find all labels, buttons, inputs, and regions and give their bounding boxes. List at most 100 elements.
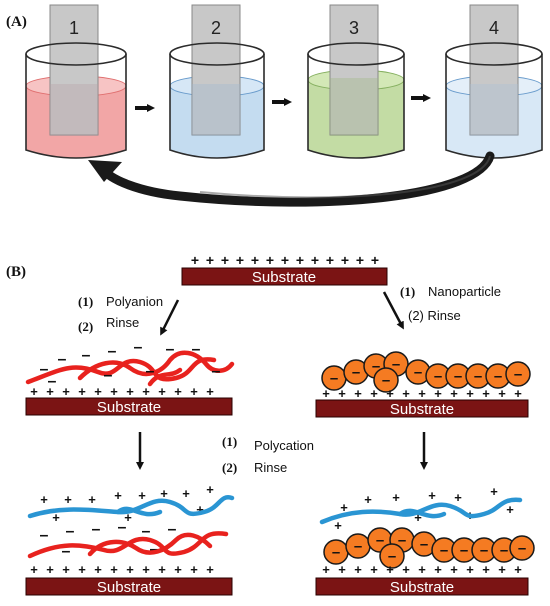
svg-text:+: + bbox=[40, 492, 48, 507]
svg-text:+: + bbox=[30, 384, 38, 399]
svg-text:+: + bbox=[326, 252, 334, 268]
svg-text:+: + bbox=[498, 562, 506, 577]
panel-a-label: (A) bbox=[6, 14, 27, 30]
svg-text:+: + bbox=[206, 252, 214, 268]
svg-text:–: – bbox=[332, 544, 340, 561]
step-polyanion-rinse: Rinse bbox=[106, 315, 139, 330]
svg-text:+: + bbox=[94, 562, 102, 577]
svg-text:–: – bbox=[494, 368, 502, 385]
svg-text:–: – bbox=[134, 339, 143, 356]
beaker-3: 3 bbox=[307, 4, 405, 159]
svg-text:–: – bbox=[388, 548, 396, 565]
svg-text:+: + bbox=[506, 502, 514, 517]
svg-text:+: + bbox=[434, 386, 442, 401]
substrate-label-bottom-left: Substrate bbox=[97, 579, 161, 596]
svg-text:+: + bbox=[418, 562, 426, 577]
svg-text:+: + bbox=[158, 562, 166, 577]
substrate-bottom-right bbox=[315, 577, 529, 596]
svg-text:+: + bbox=[370, 386, 378, 401]
polyanion-chain bbox=[25, 350, 235, 387]
panel-b-label: (B) bbox=[6, 264, 26, 280]
svg-text:+: + bbox=[191, 252, 199, 268]
beaker-2: 2 bbox=[169, 4, 265, 159]
svg-text:+: + bbox=[371, 252, 379, 268]
svg-text:+: + bbox=[392, 490, 400, 505]
svg-text:–: – bbox=[460, 542, 468, 559]
svg-text:+: + bbox=[386, 562, 394, 577]
svg-text:+: + bbox=[182, 486, 190, 501]
svg-text:+: + bbox=[341, 252, 349, 268]
slide-4 bbox=[469, 4, 519, 136]
svg-text:+: + bbox=[322, 562, 330, 577]
svg-text:+: + bbox=[338, 562, 346, 577]
svg-text:+: + bbox=[386, 386, 394, 401]
svg-text:+: + bbox=[190, 384, 198, 399]
slide-2-label: 2 bbox=[211, 18, 221, 38]
svg-text:+: + bbox=[46, 384, 54, 399]
svg-text:–: – bbox=[150, 541, 159, 558]
svg-text:–: – bbox=[382, 372, 390, 389]
svg-text:+: + bbox=[514, 562, 522, 577]
minus-charges-mid-left: –––– –––– ––– bbox=[40, 339, 221, 390]
polycation-on-polyanion-stage: ++++ ++++ +++ –––– –––– – ++++ ++++ ++++… bbox=[25, 482, 235, 596]
svg-text:–: – bbox=[420, 536, 428, 553]
svg-text:+: + bbox=[64, 492, 72, 507]
svg-text:+: + bbox=[414, 510, 422, 525]
plus-charges-mid-left: ++++ ++++ ++++ bbox=[30, 384, 214, 399]
svg-text:–: – bbox=[82, 347, 91, 364]
slide-4-label: 4 bbox=[489, 18, 499, 38]
svg-text:+: + bbox=[296, 252, 304, 268]
svg-text:–: – bbox=[212, 363, 221, 380]
polycation-chain-right bbox=[319, 497, 523, 525]
svg-text:–: – bbox=[142, 523, 151, 540]
substrate-mid-left bbox=[25, 397, 233, 416]
step-polycation-text: Polycation bbox=[254, 438, 314, 453]
svg-text:+: + bbox=[114, 488, 122, 503]
svg-text:+: + bbox=[78, 562, 86, 577]
svg-text:–: – bbox=[474, 368, 482, 385]
svg-text:–: – bbox=[434, 368, 442, 385]
svg-text:+: + bbox=[126, 384, 134, 399]
svg-text:+: + bbox=[62, 562, 70, 577]
svg-text:+: + bbox=[196, 502, 204, 517]
svg-text:+: + bbox=[334, 518, 342, 533]
arrow-to-polyanion bbox=[160, 299, 180, 336]
polyanion-chain-bottom-left bbox=[27, 531, 229, 559]
svg-text:–: – bbox=[440, 542, 448, 559]
svg-text:+: + bbox=[482, 386, 490, 401]
svg-text:+: + bbox=[490, 484, 498, 499]
return-arrow-head bbox=[88, 160, 122, 182]
svg-text:+: + bbox=[142, 562, 150, 577]
svg-text:+: + bbox=[124, 510, 132, 525]
substrate-label-bottom-right: Substrate bbox=[390, 579, 454, 596]
step-polyanion-rinse-num: (2) bbox=[78, 319, 93, 334]
svg-text:+: + bbox=[30, 562, 38, 577]
plus-charges-bottom-right: ++++ ++++ ++++ + bbox=[322, 562, 522, 577]
polyanion-stage: –––– –––– ––– ++++ ++++ ++++ Substrate bbox=[25, 339, 235, 416]
plus-charges-bottom-left: ++++ ++++ ++++ bbox=[30, 562, 214, 577]
svg-text:+: + bbox=[354, 562, 362, 577]
nanoparticle-charges: ––– ––– ––– –– bbox=[330, 356, 522, 389]
svg-text:+: + bbox=[428, 488, 436, 503]
substrate-top: ++++ ++++ ++++ + Substrate bbox=[181, 252, 388, 286]
svg-text:–: – bbox=[66, 523, 75, 540]
beaker-1: 1 bbox=[25, 4, 127, 159]
svg-text:–: – bbox=[104, 367, 113, 384]
svg-text:+: + bbox=[370, 562, 378, 577]
svg-text:–: – bbox=[514, 366, 522, 383]
svg-text:–: – bbox=[392, 356, 400, 373]
svg-text:+: + bbox=[46, 562, 54, 577]
substrate-label-mid-right: Substrate bbox=[390, 401, 454, 418]
substrate-label-top: Substrate bbox=[252, 269, 316, 286]
svg-text:–: – bbox=[168, 521, 177, 538]
beaker-4: 4 bbox=[445, 4, 543, 159]
svg-text:+: + bbox=[158, 384, 166, 399]
svg-text:+: + bbox=[311, 252, 319, 268]
svg-text:–: – bbox=[166, 341, 175, 358]
svg-text:+: + bbox=[281, 252, 289, 268]
svg-text:+: + bbox=[206, 384, 214, 399]
svg-text:+: + bbox=[160, 486, 168, 501]
svg-text:+: + bbox=[236, 252, 244, 268]
slide-3-label: 3 bbox=[349, 18, 359, 38]
